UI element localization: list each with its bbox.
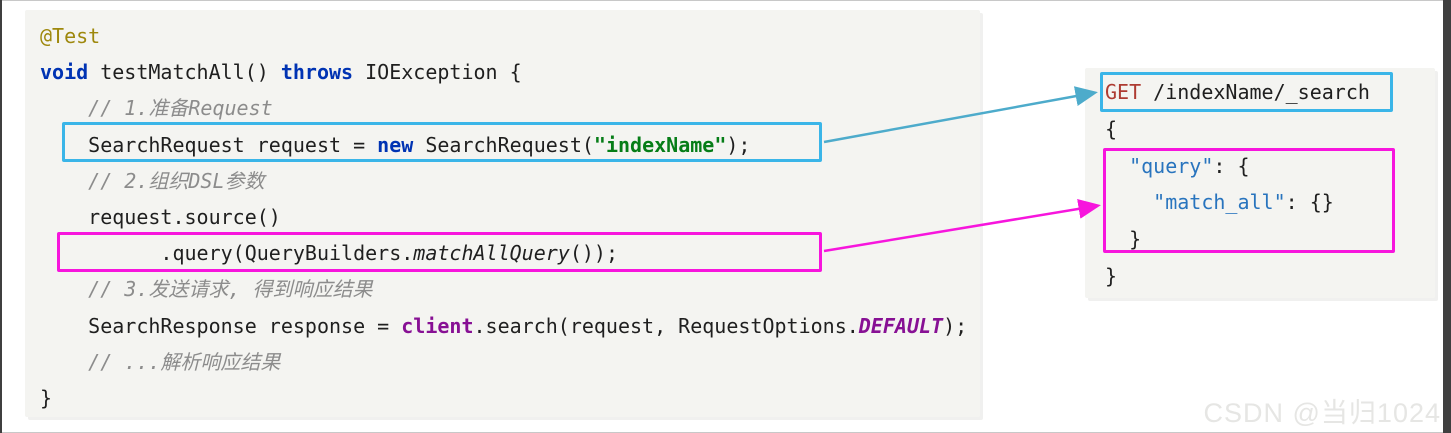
code-token: }	[40, 385, 53, 410]
dsl-line-query-key: "query": {	[1105, 148, 1435, 185]
java-line-comment-2: // 2.组织DSL参数	[40, 163, 980, 199]
java-line-search-response: SearchResponse response = client.search(…	[40, 308, 980, 344]
java-line-annotation: @Test	[40, 18, 980, 54]
code-token-annotation: @Test	[40, 24, 101, 48]
code-token: }	[1105, 227, 1142, 252]
code-token-json-key: "query"	[1129, 153, 1214, 178]
code-token-comment: // 2.组织DSL参数	[40, 168, 265, 193]
code-token: );	[943, 313, 968, 338]
code-token: /indexName/_search	[1141, 80, 1370, 104]
java-line-method-signature: void testMatchAll() throws IOException {	[40, 54, 980, 90]
highlight-box-java-query	[57, 232, 822, 272]
code-token-comment: // 3.发送请求, 得到响应结果	[40, 277, 373, 302]
java-line-comment-3: // 3.发送请求, 得到响应结果	[40, 271, 980, 307]
java-line-closing-brace: }	[40, 380, 980, 416]
code-token: request.source()	[40, 204, 281, 229]
code-token-comment: // ...解析响应结果	[40, 349, 281, 374]
java-line-comment-4: // ...解析响应结果	[40, 344, 980, 380]
frame-edge-left	[0, 0, 2, 433]
dsl-request-panel: GET /indexName/_search { "query": { "mat…	[1085, 68, 1435, 298]
code-token: testMatchAll()	[88, 60, 281, 85]
frame-edge-right	[1443, 0, 1451, 433]
code-token: );	[726, 132, 751, 157]
dsl-line-open-brace: {	[1105, 111, 1435, 148]
dsl-line-close-brace: }	[1105, 258, 1435, 295]
code-token-constant: DEFAULT	[858, 313, 944, 338]
code-token: : {}	[1285, 190, 1334, 215]
java-line-request-source: request.source()	[40, 199, 980, 235]
code-token: .search(request, RequestOptions.	[473, 313, 859, 338]
code-token-string: "indexName"	[593, 132, 727, 157]
code-token: }	[1105, 263, 1118, 288]
code-token-keyword: void	[40, 60, 89, 85]
dsl-line-match-all: "match_all": {}	[1105, 184, 1435, 221]
code-token-field: client	[401, 313, 474, 338]
java-code-block: @Test void testMatchAll() throws IOExcep…	[25, 10, 980, 416]
code-token: SearchRequest request =	[40, 132, 378, 157]
code-token-keyword: throws	[280, 60, 354, 85]
code-token: : {	[1213, 153, 1250, 178]
java-line-query-builder: .query(QueryBuilders.matchAllQuery());	[40, 235, 980, 271]
highlight-box-java-request	[62, 122, 822, 162]
code-token-keyword: new	[377, 132, 414, 157]
dsl-line-inner-close: }	[1105, 221, 1435, 258]
code-token: SearchRequest(	[413, 132, 594, 157]
code-token-json-key: "match_all"	[1153, 190, 1286, 215]
code-token: .query(QueryBuilders.	[40, 241, 414, 266]
code-token-http-method: GET	[1105, 80, 1142, 104]
code-token-static-method: matchAllQuery	[413, 241, 570, 266]
highlight-box-dsl-get	[1100, 72, 1393, 112]
highlight-box-dsl-query	[1103, 148, 1395, 253]
frame-edge-top	[0, 0, 1451, 1]
java-code-panel: @Test void testMatchAll() throws IOExcep…	[25, 10, 980, 417]
code-token: {	[1105, 116, 1118, 141]
dsl-code-block: GET /indexName/_search { "query": { "mat…	[1085, 68, 1435, 295]
csdn-watermark: CSDN @当归1024	[1203, 398, 1441, 428]
java-line-search-request: SearchRequest request = new SearchReques…	[40, 127, 980, 163]
dsl-line-get: GET /indexName/_search	[1105, 74, 1435, 111]
code-token: SearchResponse response =	[40, 313, 402, 338]
code-token: ());	[569, 241, 618, 266]
code-token: IOException {	[353, 60, 522, 85]
code-token-comment: // 1.准备Request	[40, 96, 273, 121]
java-line-comment-1: // 1.准备Request	[40, 90, 980, 126]
